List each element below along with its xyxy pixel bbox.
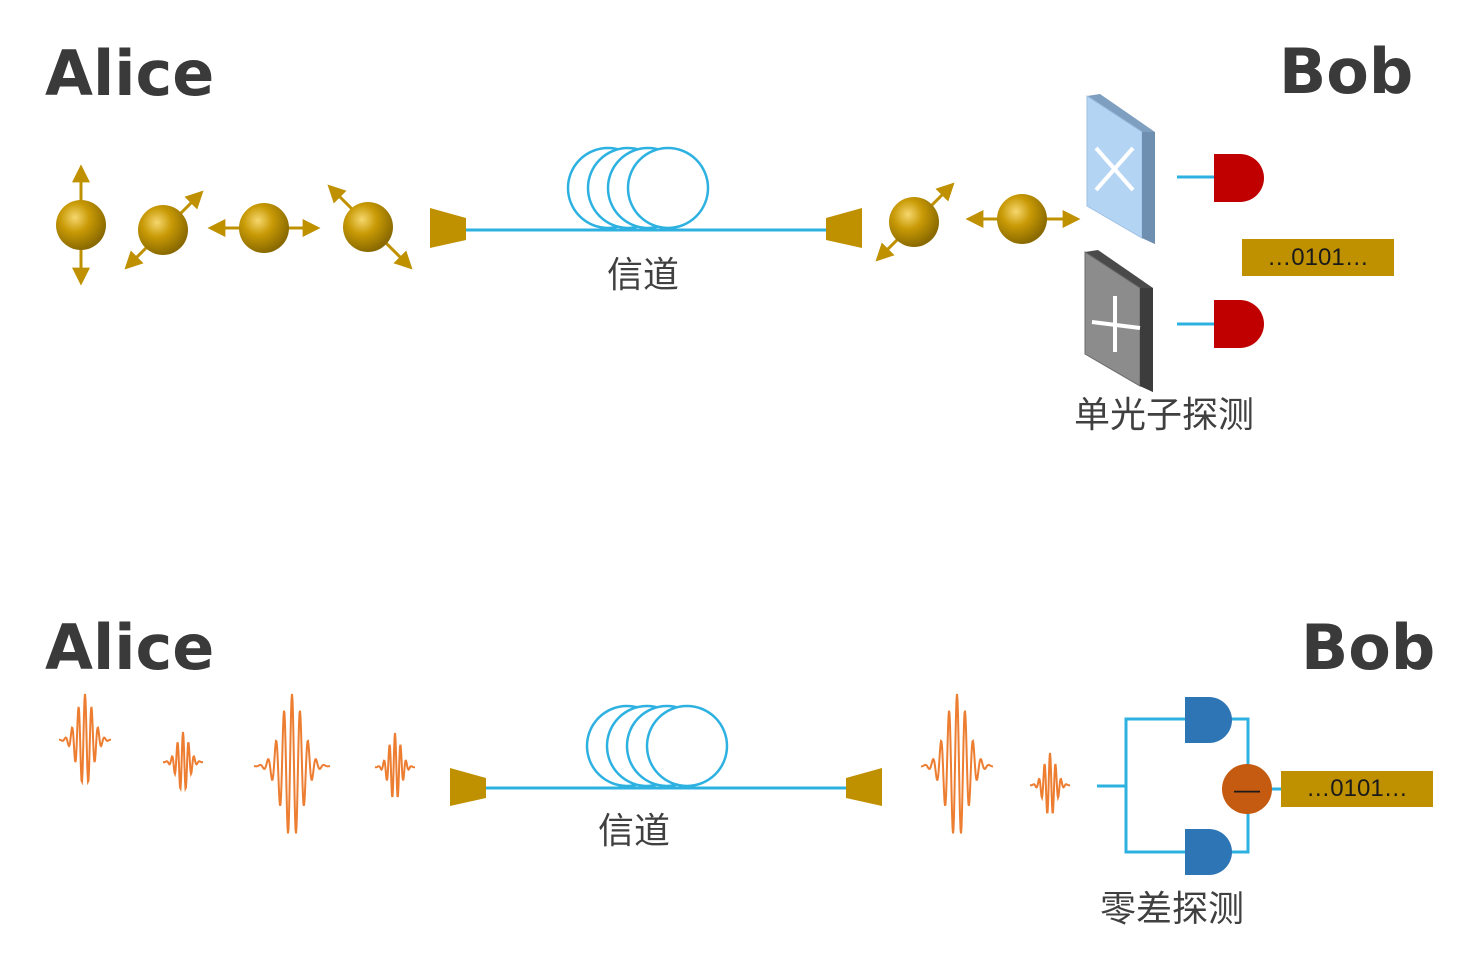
bob-label: Bob (1301, 611, 1436, 684)
homodyne-detector-icon (1185, 829, 1232, 875)
coupler-right (846, 768, 882, 806)
homodyne-detection-label: 零差探测 (1100, 889, 1245, 930)
photon-horizontal (207, 203, 321, 253)
subtractor-symbol: — (1234, 774, 1260, 804)
homodyne-detector-icon (1185, 697, 1232, 743)
single-photon-detector-icon (1214, 154, 1264, 202)
photon-vertical (56, 164, 106, 286)
wave-packet (163, 731, 203, 793)
photon-received-diagonal (875, 182, 955, 262)
alice-label: Alice (45, 611, 215, 684)
wave-packets-bob (920, 693, 1071, 834)
subtractor-icon (1222, 764, 1272, 814)
photon-diagonal (124, 190, 204, 270)
channel-label: 信道 (607, 255, 680, 296)
photon-antidiagonal (327, 184, 413, 270)
key-bits-box: …0101… (1242, 239, 1394, 276)
polarizer-diagonal-icon (1086, 94, 1155, 244)
coupler-right (826, 208, 862, 248)
key-bits-box: …0101… (1281, 771, 1433, 807)
fiber-coil-icon (566, 146, 710, 230)
single-photon-detection-label: 单光子探测 (1074, 395, 1255, 436)
alice-label: Alice (45, 37, 215, 110)
polarizer-rectilinear-icon (1084, 250, 1153, 392)
wave-packet (1029, 752, 1071, 814)
coupler-left (430, 208, 466, 248)
photon-received-horizontal (965, 194, 1081, 244)
wave-packet (58, 693, 112, 786)
single-photon-detector-icon (1214, 300, 1264, 348)
wave-packet (253, 693, 331, 834)
wave-packet (920, 693, 994, 834)
wave-packets-alice (58, 693, 416, 834)
bob-label: Bob (1279, 35, 1414, 108)
wave-packet (374, 732, 416, 798)
channel-label: 信道 (598, 811, 671, 852)
fiber-coil-icon (585, 704, 729, 788)
coupler-left (450, 768, 486, 806)
